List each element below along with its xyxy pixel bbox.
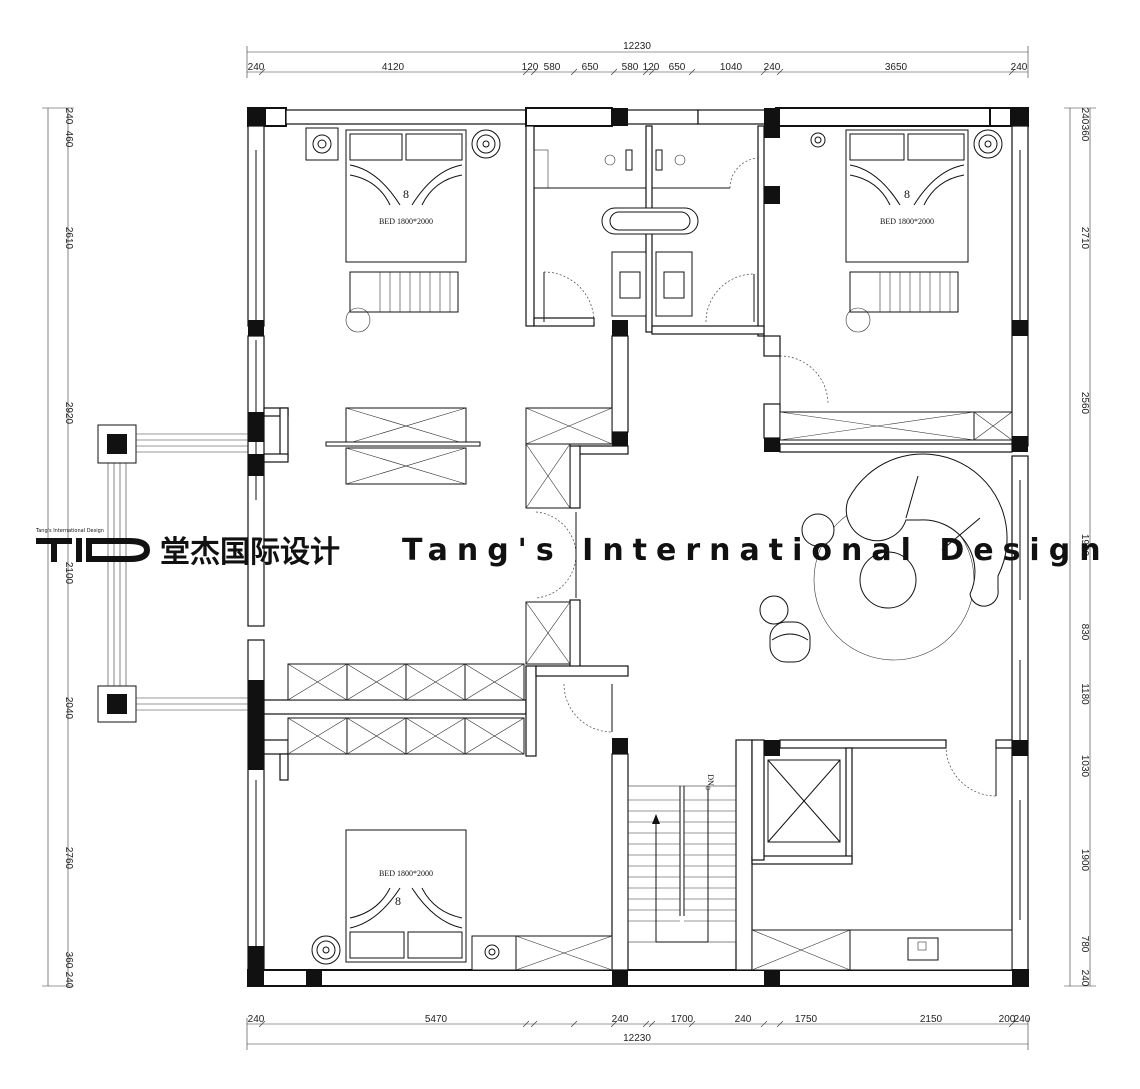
top-total-dimension: 12230 xyxy=(623,41,651,52)
bottom-dimension-4: 240 xyxy=(735,1014,752,1025)
left-dimension-3: 2920 xyxy=(63,402,74,425)
top-dimension-11: 240 xyxy=(1011,62,1028,73)
left-dimension-0: 240 xyxy=(63,108,74,125)
bottom-dimension-8: 240 xyxy=(1014,1014,1031,1025)
top-dimension-9: 240 xyxy=(764,62,781,73)
right-dimension-5: 830 xyxy=(1079,624,1090,641)
bed-3-number: 8 xyxy=(395,894,401,908)
bedroom-top-right: 8 BED 1800*2000 xyxy=(779,129,1013,441)
bottom-dimension-6: 2150 xyxy=(920,1014,943,1025)
top-dimension-4: 650 xyxy=(582,62,599,73)
right-dimension-4: 1900 xyxy=(1079,534,1090,557)
structural-columns xyxy=(248,108,1028,986)
stair-direction-label: DN xyxy=(706,774,715,786)
right-dimension-7: 1030 xyxy=(1079,755,1090,778)
top-dimension-3: 580 xyxy=(544,62,561,73)
left-dimension-8: 240 xyxy=(63,972,74,989)
bed-2-size: BED 1800*2000 xyxy=(880,217,934,226)
left-dimension-4: 2100 xyxy=(63,562,74,585)
bottom-dimension-1: 5470 xyxy=(425,1014,448,1025)
bed-2-number: 8 xyxy=(904,187,910,201)
bed-1-number: 8 xyxy=(403,187,409,201)
top-dimension-10: 3650 xyxy=(885,62,908,73)
left-dimension-6: 2760 xyxy=(63,847,74,870)
wardrobes-middle xyxy=(287,663,525,755)
staircase: DN xyxy=(627,774,737,943)
top-dimension-6: 120 xyxy=(643,62,660,73)
right-dimension-6: 1180 xyxy=(1079,683,1090,705)
top-dimension-0: 240 xyxy=(248,62,265,73)
top-dimension-5: 580 xyxy=(622,62,639,73)
lounge xyxy=(759,453,1008,797)
watermark-logo-small: Tang's International Design xyxy=(35,528,104,534)
elevator-and-study xyxy=(751,759,1013,971)
interior-walls xyxy=(263,125,1013,971)
bottom-dimension-0: 240 xyxy=(248,1014,265,1025)
left-dimension-lines: 240 460 2610 2920 2100 2040 2760 360 240 xyxy=(42,108,74,989)
right-dimension-9: 780 xyxy=(1079,936,1090,953)
right-dimension-1: 360 xyxy=(1079,125,1090,142)
watermark-chinese: 堂杰国际设计 xyxy=(160,535,340,570)
watermark: Tang's International Design 堂杰国际设计 Tang'… xyxy=(35,528,1110,570)
watermark-english: Tang's International Design xyxy=(402,533,1110,568)
left-dimension-1: 460 xyxy=(63,131,74,148)
bedroom-bottom-left: BED 1800*2000 8 xyxy=(311,829,613,971)
bottom-dimension-3: 1700 xyxy=(671,1014,694,1025)
top-dimension-8: 1040 xyxy=(720,62,743,73)
right-dimension-10: 240 xyxy=(1079,970,1090,987)
bed-1-size: BED 1800*2000 xyxy=(379,217,433,226)
bottom-total-dimension: 12230 xyxy=(623,1033,651,1044)
left-dimension-2: 2610 xyxy=(63,227,74,250)
top-dimension-2: 120 xyxy=(522,62,539,73)
bottom-dimension-7: 200 xyxy=(999,1014,1016,1025)
top-dimension-7: 650 xyxy=(669,62,686,73)
tid-logo xyxy=(36,538,150,562)
bottom-dimension-5: 1750 xyxy=(795,1014,818,1025)
balcony xyxy=(97,424,248,723)
right-dimension-3: 2560 xyxy=(1079,392,1090,415)
right-dimension-0: 240 xyxy=(1079,108,1090,125)
top-dimension-lines: 12230 240 4120 120 580 650 580 120 650 1040 240 36… xyxy=(246,41,1029,78)
bed-3-size: BED 1800*2000 xyxy=(379,869,433,878)
bedroom-top-left: 8 BED 1800*2000 xyxy=(305,127,501,485)
top-dimension-1: 4120 xyxy=(382,62,405,73)
left-dimension-7: 360 xyxy=(63,952,74,969)
left-dimension-5: 2040 xyxy=(63,697,74,720)
bathroom xyxy=(533,149,759,323)
bottom-dimension-2: 240 xyxy=(612,1014,629,1025)
corridor-cabinets xyxy=(525,407,613,733)
right-dimension-2: 2710 xyxy=(1079,227,1090,250)
right-dimension-8: 1900 xyxy=(1079,849,1090,872)
